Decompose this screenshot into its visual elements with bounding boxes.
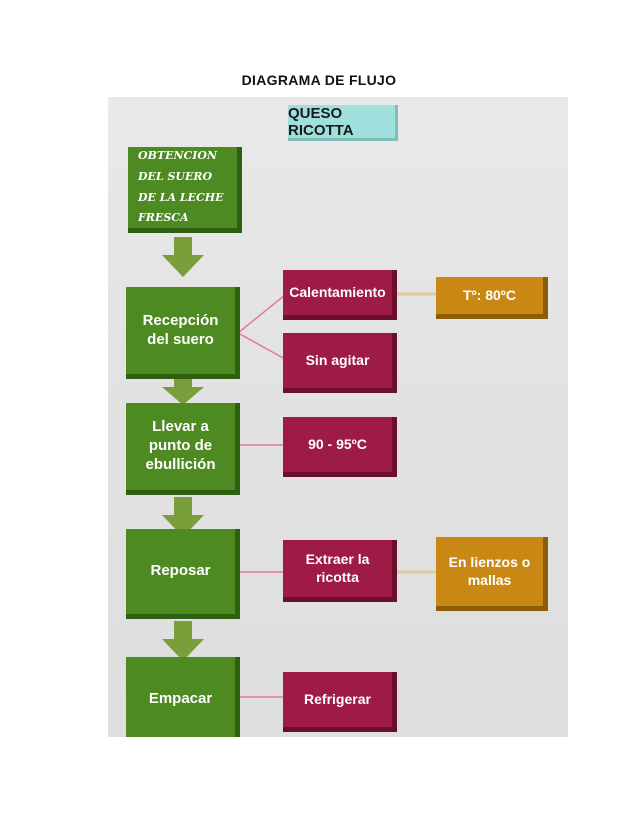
step-reposar-label: Reposar (150, 562, 211, 580)
step-empacar: Empacar (126, 657, 240, 737)
arrow-down-icon (162, 237, 204, 277)
step-ebullicion: Llevar a punto de ebullición (126, 403, 240, 495)
detail-temp-ebullicion: 90 - 95ºC (283, 417, 397, 477)
step-obtencion-label: OBTENCION DEL SUERO DE LA LECHE FRESCA (138, 148, 224, 225)
note-lienzos: En lienzos o mallas (436, 537, 548, 611)
step-obtencion: OBTENCION DEL SUERO DE LA LECHE FRESCA (128, 147, 242, 233)
detail-calentamiento: Calentamiento (283, 270, 397, 320)
step-reposar: Reposar (126, 529, 240, 619)
arrow-down-icon (162, 621, 204, 661)
connector-recepcion-calentamiento (237, 294, 286, 334)
diagram-title: QUESO RICOTTA (288, 105, 398, 141)
step-empacar-label: Empacar (148, 690, 213, 708)
flowchart-panel: QUESO RICOTTA OBTENCION DEL SUERO DE LA … (108, 97, 568, 737)
detail-extraer: Extraer la ricotta (283, 540, 397, 602)
connector-recepcion-sin-agitar (237, 332, 286, 360)
detail-sin-agitar: Sin agitar (283, 333, 397, 393)
step-ebullicion-label: Llevar a punto de ebullición (145, 418, 216, 473)
arrow-down-icon (162, 379, 204, 407)
connector-lines (237, 292, 438, 698)
step-recepcion-label: Recepción del suero (142, 311, 219, 348)
note-lienzos-label: En lienzos o mallas (448, 554, 531, 588)
note-temp-80: Tº: 80ºC (436, 277, 548, 319)
detail-refrigerar: Refrigerar (283, 672, 397, 732)
page-heading: DIAGRAMA DE FLUJO (241, 72, 397, 88)
step-recepcion: Recepción del suero (126, 287, 240, 379)
